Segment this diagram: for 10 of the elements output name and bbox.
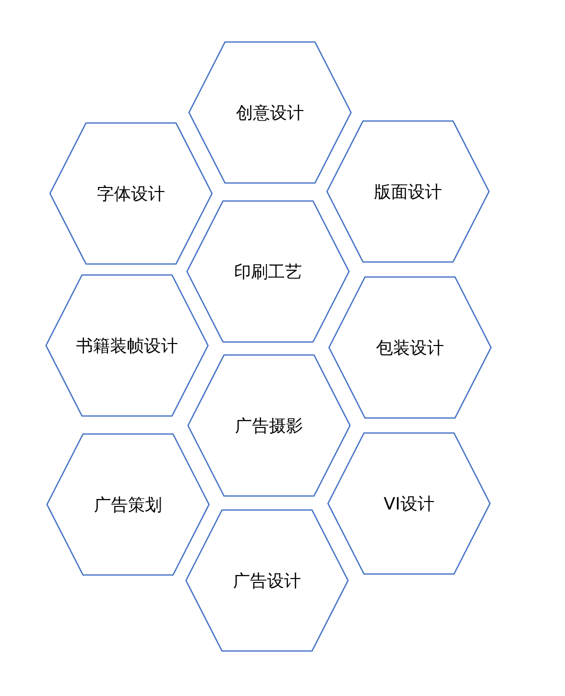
- hexagon-label: 广告策划: [94, 494, 162, 516]
- hexagon-label: 包装设计: [376, 337, 444, 359]
- hexagon-label: 创意设计: [236, 102, 304, 124]
- hexagon-label: 书籍装帧设计: [76, 335, 178, 357]
- hexagon-label: 广告设计: [233, 570, 301, 592]
- hexagon-label: 广告摄影: [235, 415, 303, 437]
- hexagon-label: 版面设计: [374, 181, 442, 203]
- hexagon-label: 印刷工艺: [234, 261, 302, 283]
- hexagon-label: VI设计: [384, 493, 434, 515]
- hexagon-label: 字体设计: [97, 183, 165, 205]
